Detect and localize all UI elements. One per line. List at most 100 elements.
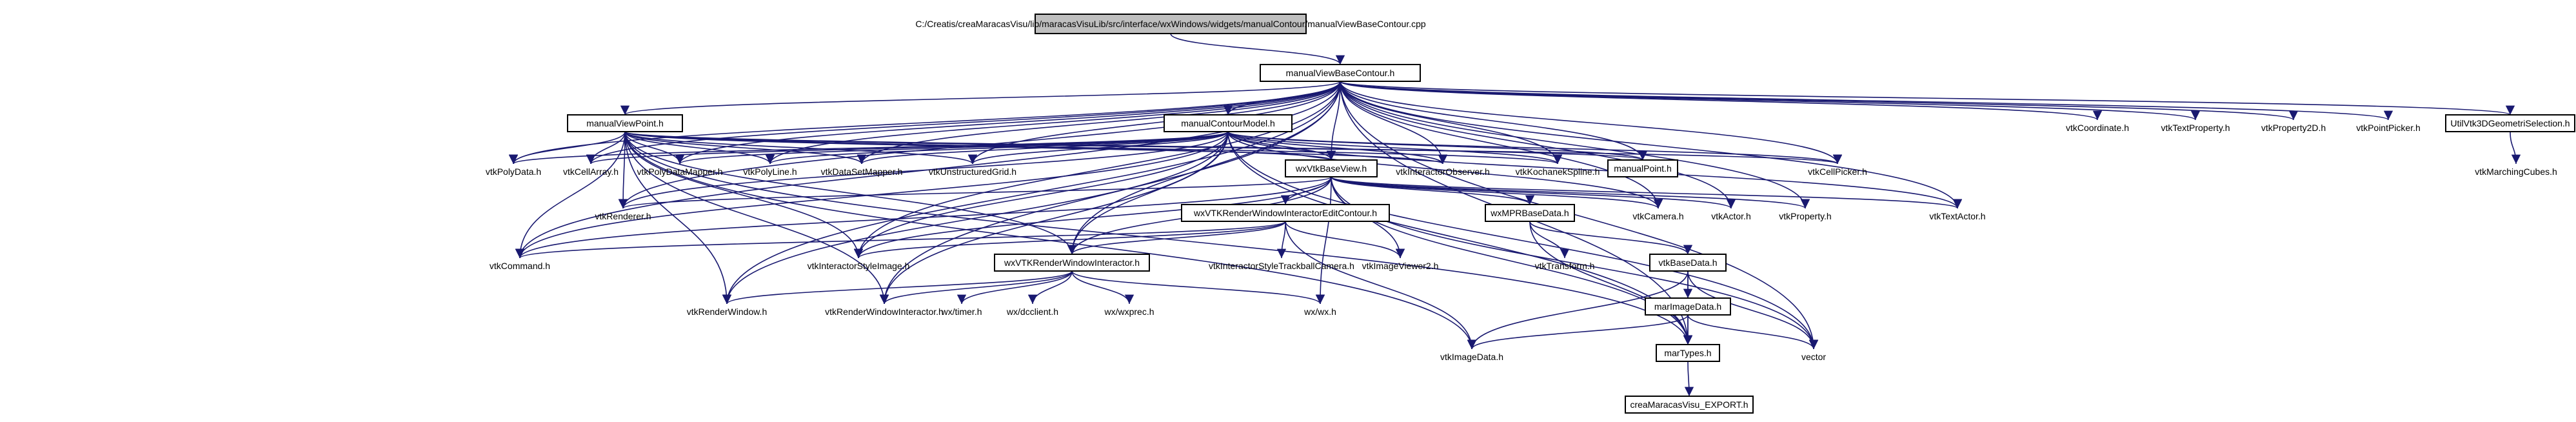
edge-mcm-to-vtkPolyLine — [766, 131, 1229, 165]
edge-wxVTKRWIEC-to-vtkImageData — [1285, 221, 1477, 350]
node-vtkImageViewer2: vtkImageViewer2.h — [1362, 261, 1439, 271]
edge-wxVTKRWIEC-to-vtkCommand — [515, 221, 1286, 259]
node-vtkDataSetMapper-label: vtkDataSetMapper.h — [821, 166, 903, 177]
edge-wxVTKRWIEC-to-wxVTKRWI — [1067, 221, 1286, 255]
dependency-nodes: C:/Creatis/creaMaracasVisu/lib/maracasVi… — [486, 14, 2575, 414]
edge-mvbc-to-vector — [1340, 81, 1819, 350]
node-wxVtkBaseView-box — [1285, 159, 1378, 177]
node-export: creaMaracasVisu_EXPORT.h — [1625, 396, 1754, 414]
node-marTypes-box — [1656, 344, 1720, 362]
node-vtkActor-label: vtkActor.h — [1711, 211, 1750, 221]
node-vtkProperty2D: vtkProperty2D.h — [2261, 123, 2326, 133]
edge-mcm-to-vtkInteractorObserver — [1227, 131, 1448, 165]
edge-mvbc-to-vtkActor — [1340, 81, 1736, 209]
edge-wxMPRBaseData-to-marTypes — [1529, 221, 1693, 345]
node-vtkCamera-label: vtkCamera.h — [1632, 211, 1683, 221]
node-mvbc: manualViewBaseContour.h — [1260, 64, 1421, 82]
edge-marImageData-to-vtkImageData — [1467, 314, 1689, 350]
edge-wxVtkBaseView-to-wxMPRBaseData — [1331, 176, 1534, 205]
edge-mvbc-to-vtkKochanekSpline — [1340, 81, 1563, 165]
node-wxtimer-label: wx/timer.h — [940, 306, 982, 317]
edge-wxVtkBaseView-to-vtkCamera — [1331, 176, 1663, 209]
edge-mvp-to-vtkPolyLine — [624, 131, 775, 165]
edge-mvp-to-vtkCommand — [515, 131, 626, 259]
node-vtkProperty: vtkProperty.h — [1779, 211, 1831, 221]
edge-mvbc-to-vtkProperty2D — [1340, 81, 2298, 121]
node-vtkRenderWindowInteractor: vtkRenderWindowInteractor.h — [825, 306, 944, 317]
node-root-box — [1035, 14, 1307, 34]
node-vtkCommand-label: vtkCommand.h — [490, 261, 550, 271]
node-vtkBaseData-box — [1649, 254, 1727, 272]
node-vtkTextProperty-label: vtkTextProperty.h — [2161, 123, 2230, 133]
node-vtkImageData-label: vtkImageData.h — [1440, 352, 1503, 362]
node-wxMPRBaseData: wxMPRBaseData.h — [1485, 204, 1575, 222]
node-root: C:/Creatis/creaMaracasVisu/lib/maracasVi… — [915, 14, 1426, 34]
edge-mvp-to-vtkKochanekSpline — [624, 131, 1562, 165]
node-root-label: C:/Creatis/creaMaracasVisu/lib/maracasVi… — [915, 19, 1426, 29]
node-vtkTransform-label: vtkTransform.h — [1535, 261, 1595, 271]
node-vtkPolyDataMapper: vtkPolyDataMapper.h — [637, 166, 722, 177]
node-vtkCoordinate: vtkCoordinate.h — [2066, 123, 2129, 133]
edge-wxVTKRWI-to-wxdcclient — [1027, 270, 1073, 305]
node-marImageData: marImageData.h — [1645, 297, 1731, 316]
node-wxwxprec: wx/wxprec.h — [1104, 306, 1154, 317]
edge-mvbc-to-vtkPointPicker — [1340, 81, 2393, 121]
node-vtkTextActor-label: vtkTextActor.h — [1929, 211, 1985, 221]
node-mcm: manualContourModel.h — [1164, 114, 1293, 132]
edge-mvbc-to-vtkPolyData — [509, 81, 1341, 165]
node-wxVTKRWI-label: wxVTKRenderWindowInteractor.h — [1004, 257, 1140, 268]
edge-vtkBaseData-to-vector — [1687, 270, 1819, 350]
node-vtkKochanekSpline: vtkKochanekSpline.h — [1516, 166, 1600, 177]
node-vtkActor: vtkActor.h — [1711, 211, 1750, 221]
dependency-edges — [508, 33, 2521, 397]
node-wxVtkBaseView: wxVtkBaseView.h — [1285, 159, 1378, 177]
edge-mvp-to-marTypes — [624, 131, 1693, 345]
edge-wxVTKRWI-to-wxtimer — [956, 270, 1073, 305]
node-vtkPolyData: vtkPolyData.h — [486, 166, 541, 177]
node-wxVTKRWI: wxVTKRenderWindowInteractor.h — [994, 254, 1150, 272]
edge-mvp-to-vtkRenderer — [618, 131, 628, 209]
node-wxdcclient: wx/dcclient.h — [1006, 306, 1058, 317]
edge-mvp-to-vtkUnstructuredGrid — [624, 131, 977, 165]
edge-wxMPRBaseData-to-vtkTransform — [1529, 221, 1570, 259]
node-vtkCellArray: vtkCellArray.h — [563, 166, 619, 177]
edge-mvp-to-vtkRenderWindowInteractor — [624, 131, 889, 305]
edge-mvp-to-vtkRenderWindow — [624, 131, 732, 305]
node-vtkPolyLine-label: vtkPolyLine.h — [743, 166, 797, 177]
node-vtkImageData: vtkImageData.h — [1440, 352, 1503, 362]
edge-mcm-to-vtkDataSetMapper — [857, 131, 1229, 165]
node-util3d: UtilVtk3DGeometriSelection.h — [2445, 114, 2575, 132]
edge-wxVtkBaseView-to-vtkProperty — [1331, 176, 1810, 209]
edge-wxVtkBaseView-to-vtkRenderer — [619, 176, 1332, 209]
edge-mcm-to-vtkRenderWindow — [722, 131, 1229, 305]
node-vtkMarchingCubes-label: vtkMarchingCubes.h — [2475, 166, 2557, 177]
edge-wxVTKRWI-to-vtkRenderWindow — [722, 270, 1073, 305]
node-wxMPRBaseData-box — [1485, 204, 1575, 222]
node-vtkISTrackball: vtkInteractorStyleTrackballCamera.h — [1209, 261, 1354, 271]
edge-wxMPRBaseData-to-vtkBaseData — [1529, 221, 1693, 255]
node-vtkTextActor: vtkTextActor.h — [1929, 211, 1985, 221]
edge-mvbc-to-util3d — [1340, 81, 2515, 116]
edge-mvbc-to-vtkCoordinate — [1340, 81, 2102, 121]
node-vtkRenderWindow: vtkRenderWindow.h — [687, 306, 768, 317]
node-manualPoint-label: manualPoint.h — [1614, 163, 1672, 174]
node-wxdcclient-label: wx/dcclient.h — [1006, 306, 1058, 317]
edge-mvbc-to-mvp — [620, 81, 1341, 116]
edge-mvp-to-vtkDataSetMapper — [624, 131, 866, 165]
node-vtkPolyDataMapper-label: vtkPolyDataMapper.h — [637, 166, 722, 177]
edge-wxVTKRWIEC-to-vtkInteractorStyleImage — [854, 221, 1286, 259]
node-wxVTKRWIEC: wxVTKRenderWindowInteractorEditContour.h — [1181, 204, 1390, 222]
node-marImageData-box — [1645, 297, 1731, 316]
node-export-label: creaMaracasVisu_EXPORT.h — [1630, 399, 1748, 410]
node-vtkCellPicker-label: vtkCellPicker.h — [1808, 166, 1867, 177]
node-vtkKochanekSpline-label: vtkKochanekSpline.h — [1516, 166, 1600, 177]
node-vtkCellArray-label: vtkCellArray.h — [563, 166, 619, 177]
edge-vtkBaseData-to-vtkImageData — [1467, 270, 1689, 350]
node-vtkISTrackball-label: vtkInteractorStyleTrackballCamera.h — [1209, 261, 1354, 271]
node-vtkBaseData: vtkBaseData.h — [1649, 254, 1727, 272]
node-vtkRenderWindow-label: vtkRenderWindow.h — [687, 306, 768, 317]
node-vtkRenderWindowInteractor-label: vtkRenderWindowInteractor.h — [825, 306, 944, 317]
edge-mvbc-to-vtkPolyDataMapper — [675, 81, 1341, 165]
edge-mcm-to-vtkInteractorStyleImage — [853, 131, 1229, 259]
